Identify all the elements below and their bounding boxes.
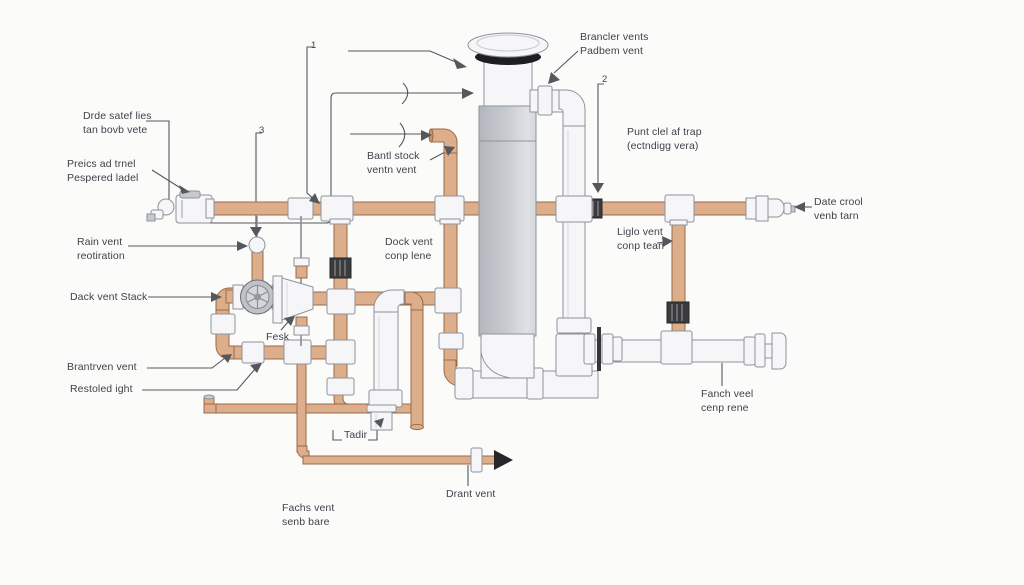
main-vent-stack (454, 32, 599, 400)
label-rain-vent: Rain vent reotiration (77, 236, 125, 262)
white-elbow (558, 89, 586, 129)
marker2-arrow (592, 183, 604, 193)
wafer-valve-stem (597, 327, 601, 371)
marker-1: 1 (311, 40, 317, 51)
label-restoled-ight: Restoled ight (70, 383, 133, 395)
copper-elbow-417-top (404, 291, 424, 311)
stack-cap (467, 32, 549, 58)
reducer-cone (272, 275, 314, 324)
label-fesk: Fesk (266, 331, 290, 343)
ribbed-dark-coupling (666, 301, 690, 324)
label-punt-trap: Punt clel af trap (ectndigg vera) (627, 126, 702, 152)
white-elbow (373, 289, 405, 315)
air-admittance-valve (248, 236, 266, 254)
bell-flange-end (771, 332, 787, 370)
coupling (210, 313, 236, 335)
drain-ring-fitting (470, 447, 483, 473)
coupling (241, 341, 265, 364)
tee-fitting (325, 339, 356, 365)
arrow-to-stack (462, 88, 474, 99)
stack-gray-sleeve (478, 105, 537, 337)
arrow-to-elbow (421, 130, 432, 141)
hub-coupling (454, 367, 474, 400)
label-dack-vent-stack: Dack vent Stack (70, 291, 148, 303)
label-top-left-2: Preics ad trnel Pespered ladel (67, 158, 139, 184)
tee-fitting (326, 288, 356, 315)
coupling (556, 317, 592, 334)
valve-flange (601, 333, 614, 365)
label-tadir: Tadir (344, 429, 368, 441)
valve-flange (583, 333, 596, 365)
label-bantl-stock: Bantl stock ventn vent (367, 150, 420, 176)
leader-lines (128, 46, 812, 486)
label-fachs-vent: Fachs vent senb bare (282, 502, 335, 528)
tee-fitting (660, 330, 693, 365)
spout (146, 213, 156, 222)
arrowheads (179, 58, 805, 470)
coupling (287, 197, 314, 220)
stack-lower-pipe (480, 333, 535, 379)
branch-white-piping (529, 85, 787, 377)
trap-flange (366, 404, 397, 413)
copper-riser-vent-circle (251, 250, 264, 285)
tee-fitting (434, 287, 462, 314)
marker-3: 3 (259, 125, 265, 136)
sillcock-valve (146, 190, 215, 224)
coupling (438, 332, 464, 350)
end-valve-ring (745, 197, 757, 220)
label-drant-vent: Drant vent (446, 488, 496, 500)
coupling (368, 389, 403, 408)
label-brancler-vents: Brancler vents Padbem vent (580, 31, 649, 57)
tee-fitting (555, 195, 593, 223)
small-valve (293, 257, 310, 267)
coupling (326, 377, 355, 396)
tee-fitting (434, 195, 465, 222)
label-top-left-1: Drde satef lies tan bovb vete (83, 110, 152, 136)
label-liglo-vent: Liglo vent conp tean (617, 226, 665, 252)
copper-fittings (210, 194, 796, 473)
white-vertical-pipe (373, 311, 399, 397)
end-valve-cone (767, 198, 785, 218)
marker-2: 2 (602, 74, 608, 85)
marker1-arrow (309, 193, 320, 204)
white-vertical-pipe (562, 125, 586, 339)
coupling (743, 336, 756, 366)
stack-upper-pipe (483, 57, 533, 111)
copper-drain-horizontal-pipe (302, 455, 498, 465)
tee-fitting (320, 195, 354, 222)
small-valve (295, 316, 308, 327)
label-fanch-veel: Fanch veel cenp rene (701, 388, 754, 414)
label-date-crool: Date crool venb tarn (814, 196, 863, 222)
pipe-break-mark (398, 122, 406, 148)
marker3-arrow (250, 227, 262, 237)
label-brantrven-vent: Brantrven vent (67, 361, 137, 373)
copper-vertical-pipe-417 (410, 309, 424, 427)
coupling (537, 85, 553, 116)
tee-fitting (283, 339, 312, 365)
copper-drain-riser (296, 359, 307, 453)
flow-arrow (494, 450, 513, 470)
label-dock-vent: Dock vent conp lene (385, 236, 433, 262)
arrow-to-stack-top (453, 58, 467, 69)
tee-fitting (664, 194, 695, 223)
copper-horizontal-run-404 (211, 403, 375, 414)
pipe-break-mark (401, 82, 409, 105)
